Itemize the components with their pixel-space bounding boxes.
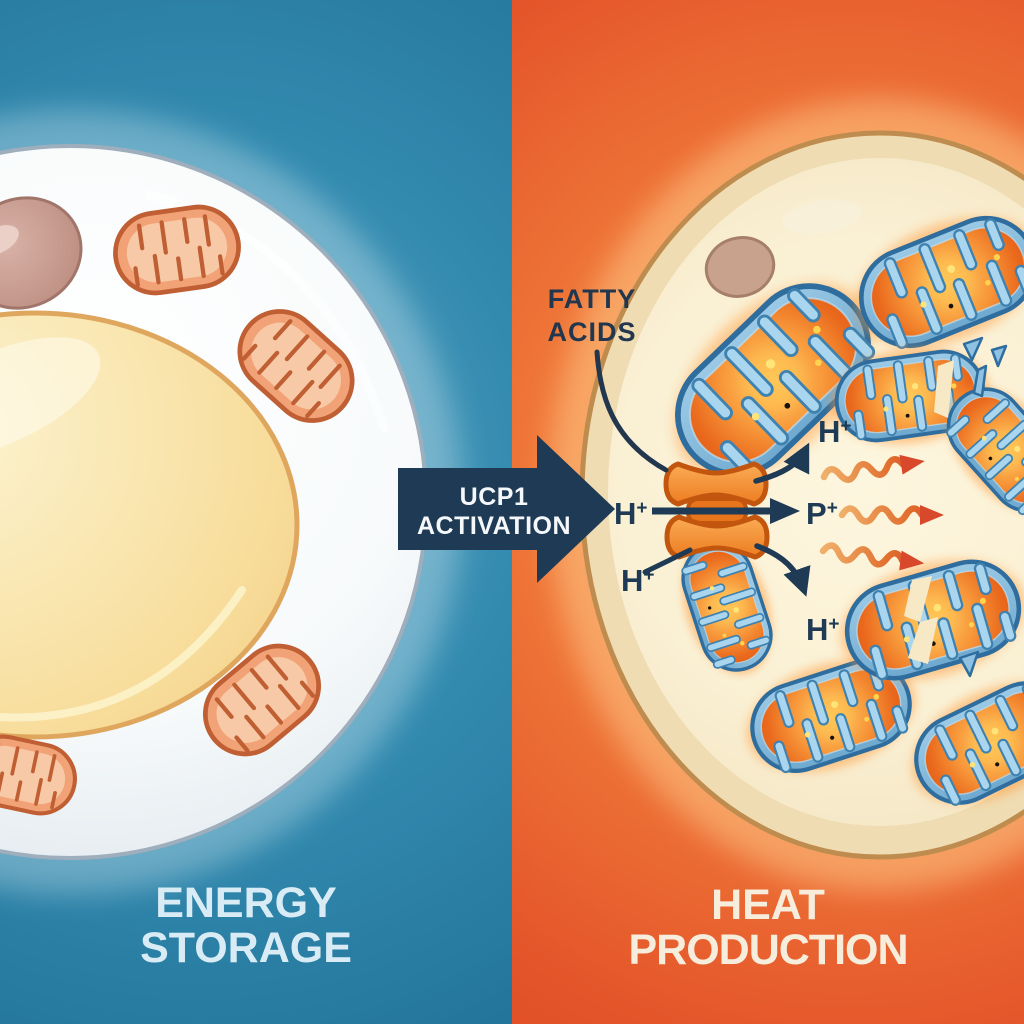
proton-out-bottom-arrow	[754, 543, 811, 597]
white-fat-cell	[0, 110, 462, 894]
mitochondrial-fragment	[962, 336, 984, 362]
fission-crack	[904, 576, 932, 622]
heat-wave-arrow	[820, 454, 925, 483]
fatty-acids-pointer-line	[594, 349, 669, 473]
fission-crack	[908, 617, 938, 664]
product-label-out: P+	[806, 496, 838, 531]
ucp1-activation-label-line1: UCP1	[460, 483, 529, 511]
heat-wave-arrow	[838, 505, 944, 525]
proton-label-out-bottom: H+	[806, 612, 840, 647]
lipid-droplet-bottom-shine	[0, 586, 246, 722]
heat-production-label-line1: HEAT	[711, 881, 825, 929]
white-cell-nucleus	[0, 196, 83, 310]
heat-production-label-line2: PRODUCTION	[628, 926, 907, 974]
fission-crack	[934, 360, 954, 418]
mitochondrial-fragment	[958, 650, 980, 678]
brown-cell-highlight	[782, 199, 862, 235]
heat-wave-arrow	[819, 542, 925, 571]
ucp1-activation-arrow	[398, 435, 615, 583]
brown-fat-cell	[548, 99, 1024, 891]
brown-cell-nucleus	[704, 236, 776, 298]
proton-flow-arrow-head	[770, 498, 800, 524]
fatty-acids-label-line1: FATTY	[548, 284, 637, 314]
proton-label-in: H+	[614, 496, 648, 531]
mitochondrial-fragment	[990, 344, 1008, 368]
proton-label-in-bottom: H+	[621, 563, 655, 598]
mitochondrial-fragment	[972, 364, 988, 398]
lipid-droplet	[0, 310, 300, 740]
energy-storage-label-line2: STORAGE	[140, 924, 352, 972]
fatty-acids-label-line2: ACIDS	[547, 317, 636, 347]
lipid-droplet-highlight	[0, 337, 101, 459]
ucp1-activation-label-line2: ACTIVATION	[417, 512, 571, 540]
energy-storage-label-line1: ENERGY	[155, 879, 337, 927]
proton-out-top-arrow	[753, 442, 810, 484]
proton-label-out-top: H+	[818, 414, 852, 449]
proton-in-bottom-line	[642, 547, 693, 575]
